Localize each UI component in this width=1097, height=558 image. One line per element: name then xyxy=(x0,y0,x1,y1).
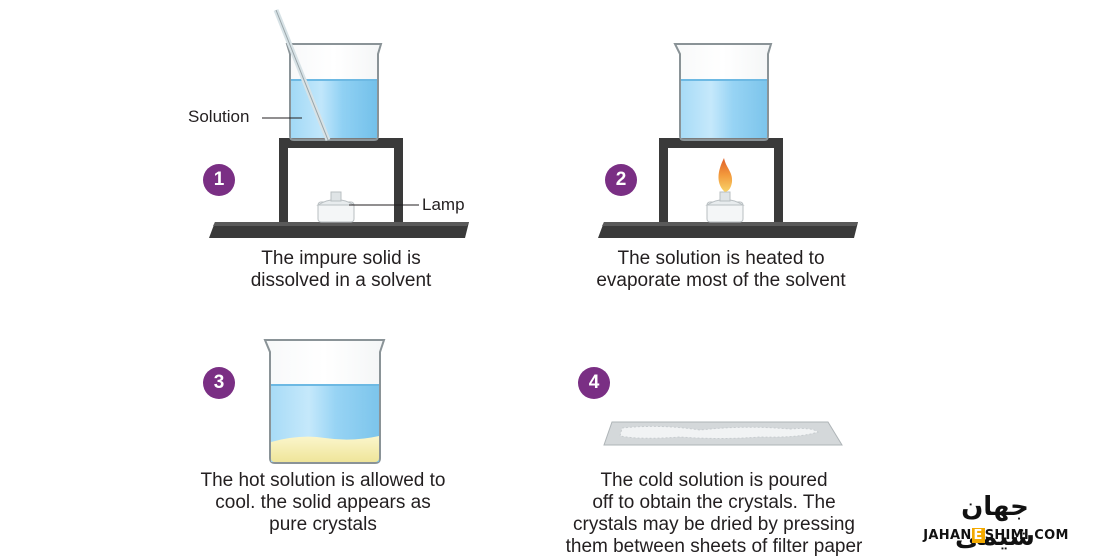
step-3-badge: 3 xyxy=(203,367,235,399)
step-3-caption: The hot solution is allowed to cool. the… xyxy=(200,470,446,535)
lamp-label: Lamp xyxy=(422,195,465,214)
logo-e-mark: E xyxy=(971,528,985,543)
spirit-lamp-1 xyxy=(316,191,356,223)
step-2-caption: The solution is heated to evaporate most… xyxy=(596,248,846,291)
step-2-badge: 2 xyxy=(605,164,637,196)
filter-paper xyxy=(603,421,843,446)
flame xyxy=(718,158,733,192)
step-4-badge: 4 xyxy=(578,367,610,399)
step1-apparatus xyxy=(209,9,469,238)
step-4-caption: The cold solution is poured off to obtai… xyxy=(565,470,863,557)
solution-label: Solution xyxy=(188,107,250,126)
logo-persian: جهان شیمی xyxy=(955,492,1035,552)
dried-crystals xyxy=(619,425,820,439)
tripod-top-2 xyxy=(659,138,783,148)
beaker-2 xyxy=(673,43,773,141)
tripod-top-1 xyxy=(279,138,403,148)
step2-apparatus xyxy=(598,43,858,238)
beaker-3 xyxy=(263,339,386,464)
step-1-caption: The impure solid is dissolved in a solve… xyxy=(250,248,432,291)
step-1-badge: 1 xyxy=(203,164,235,196)
spirit-lamp-2 xyxy=(705,191,745,223)
beaker-1 xyxy=(285,43,383,141)
crystals-layer xyxy=(271,436,379,462)
